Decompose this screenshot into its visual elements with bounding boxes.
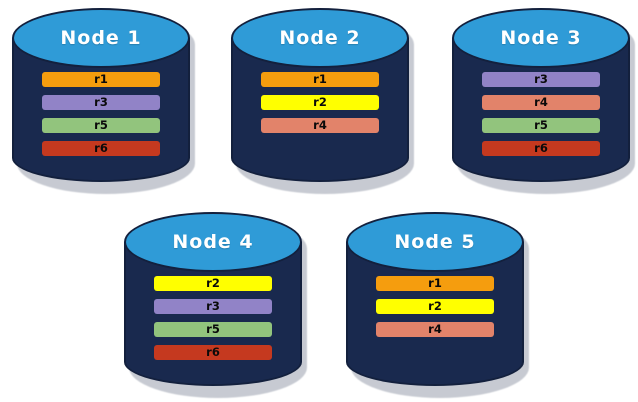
node-label: Node 5 — [394, 231, 476, 253]
replica-label: r1 — [313, 71, 327, 86]
replica-label: r2 — [313, 94, 327, 109]
replica-label: r2 — [428, 298, 442, 313]
replica-bar[interactable]: r1 — [261, 72, 379, 87]
replica-bar[interactable]: r1 — [376, 276, 494, 291]
replica-bar[interactable]: r1 — [42, 72, 160, 87]
database-node-3[interactable]: Node 3 r3 r4 r5 r6 — [452, 8, 635, 194]
database-node-2[interactable]: Node 2 r1 r2 r4 — [231, 8, 414, 194]
replica-list: r2 r3 r5 r6 — [124, 272, 302, 360]
replica-bar[interactable]: r6 — [482, 141, 600, 156]
replica-list: r1 r3 r5 r6 — [12, 68, 190, 156]
replica-label: r6 — [534, 140, 548, 155]
replica-list: r1 r2 r4 — [346, 272, 524, 337]
replica-bar[interactable]: r6 — [154, 345, 272, 360]
replica-bar[interactable]: r3 — [154, 299, 272, 314]
replica-label: r2 — [206, 275, 220, 290]
replica-label: r3 — [534, 71, 548, 86]
replica-bar[interactable]: r5 — [154, 322, 272, 337]
node-label: Node 2 — [279, 27, 361, 49]
cylinder-top-disc — [124, 212, 302, 272]
replica-label: r4 — [534, 94, 548, 109]
cylinder-top-disc — [12, 8, 190, 68]
replica-bar[interactable]: r5 — [42, 118, 160, 133]
replica-bar[interactable]: r3 — [482, 72, 600, 87]
replica-label: r5 — [206, 321, 220, 336]
database-node-5[interactable]: Node 5 r1 r2 r4 — [346, 212, 529, 398]
replica-list: r1 r2 r4 — [231, 68, 409, 133]
replica-label: r4 — [428, 321, 442, 336]
replica-bar[interactable]: r2 — [261, 95, 379, 110]
node-label: Node 3 — [500, 27, 582, 49]
replica-label: r3 — [94, 94, 108, 109]
replica-label: r1 — [94, 71, 108, 86]
database-node-1[interactable]: Node 1 r1 r3 r5 r6 — [12, 8, 195, 194]
cylinder-top-disc — [452, 8, 630, 68]
replica-bar[interactable]: r3 — [42, 95, 160, 110]
replica-label: r1 — [428, 275, 442, 290]
replica-label: r3 — [206, 298, 220, 313]
cylinder-top-disc — [231, 8, 409, 68]
cylinder-top-disc — [346, 212, 524, 272]
replica-label: r5 — [534, 117, 548, 132]
replica-bar[interactable]: r2 — [154, 276, 272, 291]
replica-label: r6 — [94, 140, 108, 155]
replica-bar[interactable]: r2 — [376, 299, 494, 314]
replica-list: r3 r4 r5 r6 — [452, 68, 630, 156]
replica-label: r5 — [94, 117, 108, 132]
database-node-4[interactable]: Node 4 r2 r3 r5 r6 — [124, 212, 307, 398]
replica-bar[interactable]: r6 — [42, 141, 160, 156]
node-label: Node 1 — [60, 27, 142, 49]
replica-label: r6 — [206, 344, 220, 359]
replica-bar[interactable]: r5 — [482, 118, 600, 133]
replica-label: r4 — [313, 117, 327, 132]
replica-bar[interactable]: r4 — [482, 95, 600, 110]
replica-bar[interactable]: r4 — [376, 322, 494, 337]
node-label: Node 4 — [172, 231, 254, 253]
replica-bar[interactable]: r4 — [261, 118, 379, 133]
